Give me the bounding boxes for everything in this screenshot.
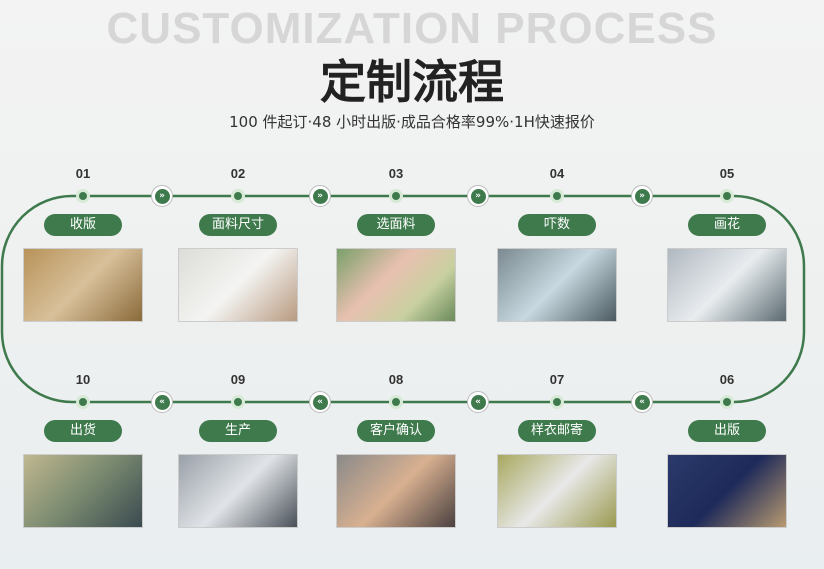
step-number: 01 [75, 166, 91, 181]
step-label: 画花 [688, 214, 766, 236]
arrow-left-icon: « [309, 391, 331, 413]
background-heading: CUSTOMIZATION PROCESS [106, 4, 718, 53]
step-dot-icon [550, 189, 564, 203]
step-photo [497, 248, 617, 322]
step-dot-icon [231, 189, 245, 203]
step-label: 吓数 [518, 214, 596, 236]
step-dot-icon [76, 189, 90, 203]
page-title: 定制流程 [320, 55, 504, 109]
step-label: 面料尺寸 [199, 214, 277, 236]
step-dot-icon [389, 395, 403, 409]
step-label: 客户确认 [357, 420, 435, 442]
step-number: 02 [230, 166, 246, 181]
subtitle: 100 件起订·48 小时出版·成品合格率99%·1H快速报价 [229, 113, 595, 131]
step-dot-icon [720, 189, 734, 203]
step-label: 样衣邮寄 [518, 420, 596, 442]
step-label: 出货 [44, 420, 122, 442]
step-dot-icon [231, 395, 245, 409]
arrow-left-icon: « [151, 391, 173, 413]
step-photo [23, 454, 143, 528]
step-photo [667, 454, 787, 528]
step-dot-icon [389, 189, 403, 203]
step-dot-icon [76, 395, 90, 409]
step-photo [336, 248, 456, 322]
step-label: 出版 [688, 420, 766, 442]
step-photo [336, 454, 456, 528]
arrow-left-icon: « [467, 391, 489, 413]
step-label: 选面料 [357, 214, 435, 236]
arrow-right-icon: » [631, 185, 653, 207]
step-dot-icon [720, 395, 734, 409]
step-label: 生产 [199, 420, 277, 442]
arrow-right-icon: » [309, 185, 331, 207]
arrow-right-icon: » [467, 185, 489, 207]
step-photo [497, 454, 617, 528]
arrow-right-icon: » [151, 185, 173, 207]
step-number: 05 [719, 166, 735, 181]
arrow-left-icon: « [631, 391, 653, 413]
step-photo [178, 248, 298, 322]
step-label: 收版 [44, 214, 122, 236]
step-dot-icon [550, 395, 564, 409]
step-photo [23, 248, 143, 322]
step-number: 09 [230, 372, 246, 387]
step-number: 10 [75, 372, 91, 387]
step-number: 07 [549, 372, 565, 387]
step-number: 06 [719, 372, 735, 387]
step-photo [667, 248, 787, 322]
step-number: 04 [549, 166, 565, 181]
step-photo [178, 454, 298, 528]
step-number: 03 [388, 166, 404, 181]
step-number: 08 [388, 372, 404, 387]
